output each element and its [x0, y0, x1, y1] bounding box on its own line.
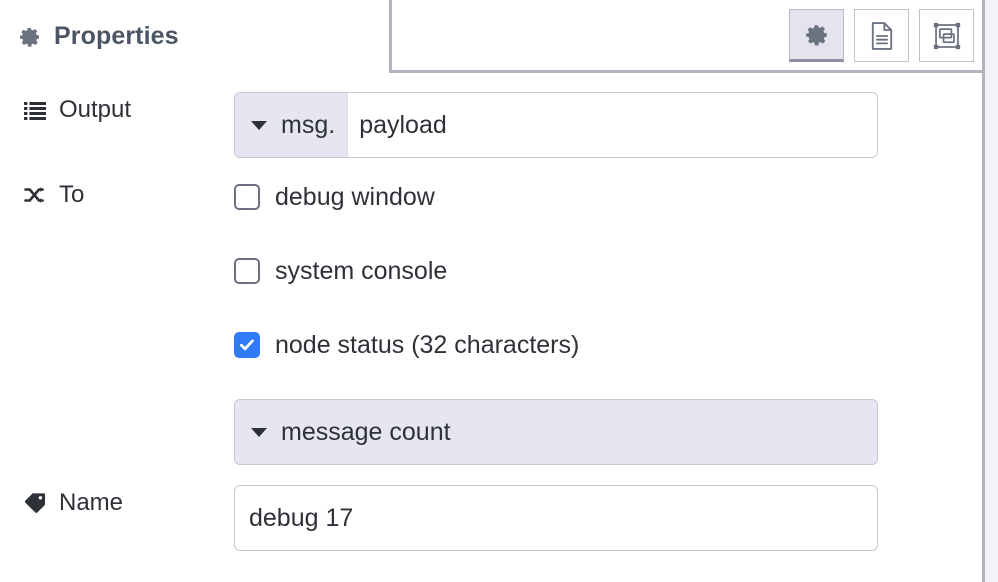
to-label-group: To — [22, 177, 234, 209]
gear-icon — [805, 24, 827, 46]
appearance-tab-button[interactable] — [919, 9, 974, 62]
output-type-select[interactable]: msg. — [235, 93, 349, 157]
document-icon — [871, 21, 892, 50]
check-icon — [240, 339, 254, 351]
tab-properties-label: Properties — [54, 22, 179, 50]
panel-resize-handle[interactable] — [982, 0, 985, 582]
output-property-value[interactable]: payload — [348, 93, 877, 157]
form-row-to: To debug window system console — [0, 177, 985, 465]
checkbox-debug-window[interactable]: debug window — [234, 177, 985, 217]
output-type-label: msg. — [281, 110, 336, 139]
form-row-name: Name — [0, 485, 985, 551]
edit-panel-tabbar: Properties — [0, 0, 985, 73]
appearance-icon — [933, 22, 960, 49]
status-type-select[interactable]: message count — [234, 399, 878, 465]
node-status-checkbox[interactable] — [234, 332, 260, 358]
name-input[interactable] — [234, 485, 878, 551]
name-label-group: Name — [22, 485, 234, 517]
panel-inner-edge — [981, 0, 982, 582]
output-label-group: Output — [22, 92, 234, 124]
output-typed-input[interactable]: msg. payload — [234, 92, 878, 158]
checkbox-node-status[interactable]: node status (32 characters) — [234, 325, 985, 365]
to-label: To — [59, 181, 85, 208]
chevron-down-icon — [251, 120, 267, 130]
gear-icon — [18, 25, 42, 49]
status-type-value: message count — [281, 417, 451, 446]
description-tab-button[interactable] — [854, 9, 909, 62]
tabbar-underline — [392, 70, 985, 73]
debug-window-label: debug window — [275, 182, 435, 211]
tab-properties[interactable]: Properties — [0, 0, 392, 73]
tag-icon — [22, 490, 48, 516]
list-icon — [22, 97, 48, 123]
edit-form: Output msg. payload — [0, 73, 985, 551]
flow-canvas-strip — [985, 0, 998, 582]
properties-tab-button[interactable] — [789, 9, 844, 62]
checkbox-system-console[interactable]: system console — [234, 251, 985, 291]
system-console-label: system console — [275, 256, 448, 285]
name-field — [234, 485, 985, 551]
system-console-checkbox[interactable] — [234, 258, 260, 284]
debug-window-checkbox[interactable] — [234, 184, 260, 210]
name-label: Name — [59, 489, 124, 516]
node-status-label: node status (32 characters) — [275, 330, 580, 359]
chevron-down-icon — [251, 427, 267, 437]
output-label: Output — [59, 96, 132, 123]
output-field: msg. payload — [234, 92, 985, 158]
to-field: debug window system console node status … — [234, 177, 985, 465]
form-row-output: Output msg. payload — [0, 92, 985, 158]
shuffle-icon — [22, 182, 48, 208]
edit-panel-tab-buttons — [789, 9, 974, 62]
